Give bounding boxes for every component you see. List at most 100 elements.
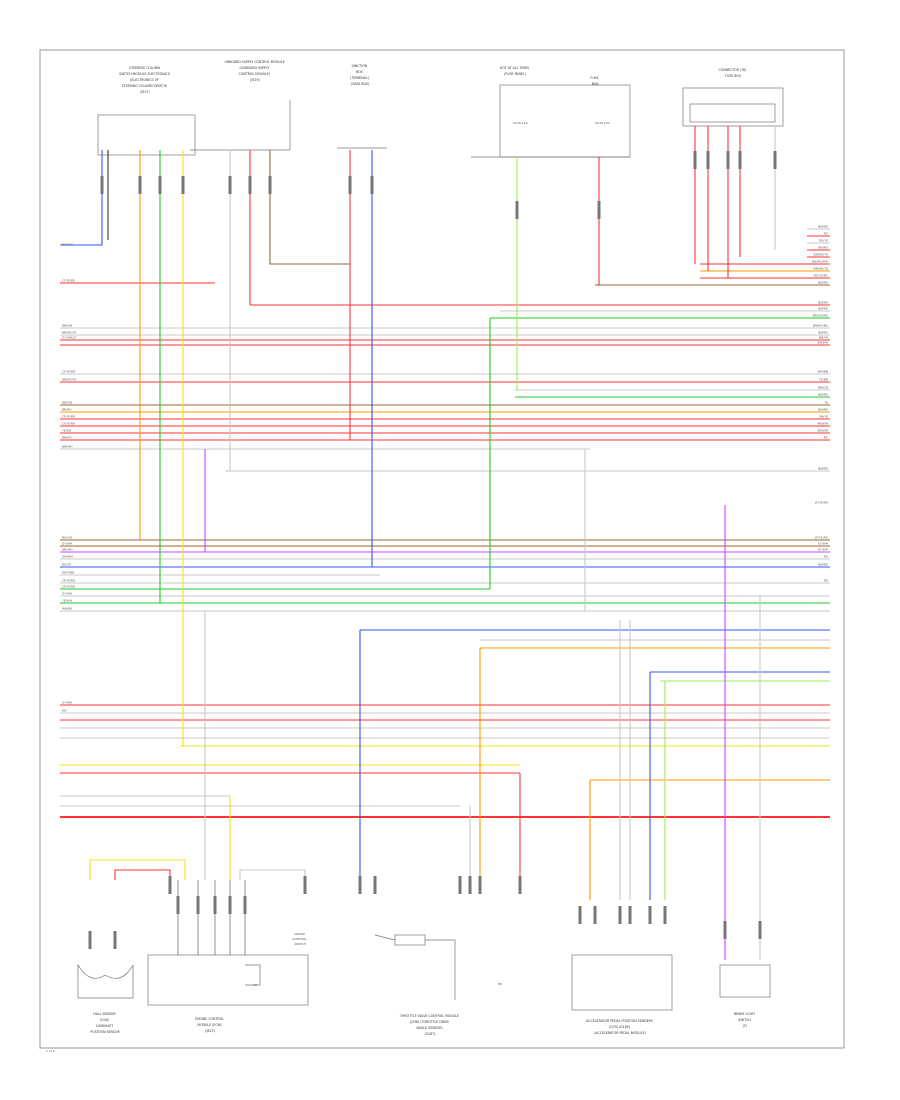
right-wire-label: LT/YE/RD [815,501,829,505]
fuse-panel-box [499,84,631,158]
connector-pin [478,876,482,894]
left-wire-label: BN/RD/YE [62,378,77,382]
right-wire-label: BN/GN [818,386,828,390]
left-wire-label: BN/GN [62,401,72,405]
left-wire-label: BU/WH [62,243,73,247]
connector-fusebox [682,87,784,127]
connector-pin [593,906,597,924]
routed-wire [269,150,350,265]
label-hall-sensor: HALL SENSOR (G40) CAMSHAFT POSITION SENS… [90,1012,120,1034]
label-onboard-supply-module: ONBOARD SUPPLY CONTROL MODULE (ONBOARD S… [224,60,285,82]
left-wire-label: LT/YE/RD [62,279,76,283]
left-wire-label: YE/WH [62,599,72,603]
connector-pin [196,896,200,914]
routed-wire [60,150,103,246]
left-wire-label: YE/RD [62,429,72,433]
diagram-border [39,49,845,1049]
routed-wire [204,449,830,553]
right-wire-label: BN/RD [818,393,828,397]
wires [60,126,830,960]
routed-wire [89,859,186,880]
right-wire-label: YE [824,401,828,405]
right-wire-label: BN/RD [818,307,828,311]
left-wire-label: BN/RD [62,408,72,412]
connector-pin [758,921,762,939]
left-wire-label: GN/WH [62,555,73,559]
connector-pin [518,876,522,894]
right-wire-label: RD/YE/BU [814,274,828,278]
label-fuse-panel: HOT AT ALL TIMES (FUSE PANEL) [500,66,530,76]
brake-switch-box [719,964,771,998]
connector-pin [158,176,162,194]
right-wire-label: BN/RD [818,408,828,412]
left-wire-label: LT/YE/RD [62,422,76,426]
connector-pin [373,876,377,894]
right-wire-label: BN/YE [819,336,828,340]
right-wire-label: BN/RD/YE [814,267,829,271]
right-wire-label: BN/RD [818,281,828,285]
label-connector-t6: CONNECTOR (T6) FUSE BOX [719,68,748,78]
label-junction-box: JUNCTION BOX (TERMINAL) (DATA BUS) [350,64,370,86]
label-fuse-box: FUSE BOX [590,76,599,86]
connector-pin [348,176,352,194]
right-wire-label: BN/RD [818,225,828,229]
left-wire-label: LT/YE/RD [62,415,76,419]
right-wire-label: GY/WH [818,548,828,552]
left-wire-label: BU/GN [62,536,72,540]
connector-pin [88,931,92,949]
label-steering-column-module: STEERING COLUMN SWITCH MODULE ELECTRONIC… [119,66,171,94]
connector-pin [515,201,519,219]
connector-pin [738,151,742,169]
ecm-internal-switch [245,964,261,986]
connector-pin [181,176,185,194]
connector-pin [100,176,104,194]
right-wire-label: BN/RD/YE [814,253,829,257]
left-wire-label: WH/BK [62,607,73,611]
connector-pin [370,176,374,194]
left-wire-label: GY/WH [62,592,72,596]
left-wire-label: RD [62,709,67,713]
right-wire-label: BN/WH [817,341,828,345]
right-wire-label: BN/WH [817,429,828,433]
connector-pin [228,176,232,194]
right-wire-label: BN/RD [818,246,828,250]
connector-pin [726,151,730,169]
right-wire-label: LT/YE/RD [815,536,829,540]
left-wire-label: LT/YE/RD [62,585,76,589]
right-wire-label: RD [824,555,829,559]
left-wire-label: WHT/BN [62,571,74,575]
connector-pin [138,176,142,194]
routed-wire [239,869,306,880]
bottom-components [77,934,771,1011]
right-wire-labels: BN/RDRDRD/YEBN/RDBN/RD/YEBN/RD/WHBN/RD/Y… [812,225,829,583]
connector-fusebox-inner [689,103,776,123]
label-cruise-switch: CRUISE CONTROL SWITCH [292,932,308,946]
connector-pin [113,931,117,949]
left-wire-label: BN/RD/YE [62,331,77,335]
right-wire-label: BN/RD [818,563,828,567]
right-wire-label: WH/BN [817,370,828,374]
connector-pin [168,876,172,894]
label-ecm: ENGINE CONTROL MODULE (ECM) (J623) [195,1017,225,1033]
connector-pin [578,906,582,924]
connector-pin [213,896,217,914]
connector-pin [176,896,180,914]
connector-pin [268,176,272,194]
left-wire-labels: BU/WHLT/YE/RDBN/GNBN/RD/YEGY/WH/LTLT/YE/… [62,243,77,713]
right-wire-label: BN/RD [818,467,828,471]
right-wire-label: RD [824,436,829,440]
right-wire-label: BN/RD [818,331,828,335]
top-labels: STEERING COLUMN SWITCH MODULE ELECTRONIC… [119,60,748,125]
connector-pin [618,906,622,924]
right-wire-label: BN/GN/RD [813,314,829,318]
accel-pedal-box [571,954,673,1011]
fuse-label-sc36: SC36 10A [595,121,611,125]
left-wire-label: LT/YE/RD [62,370,76,374]
left-wire-label: BN/GN [62,324,72,328]
left-wire-label: GY/WH/LT [62,336,77,340]
left-wire-label: RD/YE [62,563,71,567]
left-wire-label: GY/WH [62,542,72,546]
left-wire-label: BN/WH [62,548,73,552]
connector-pin [458,876,462,894]
